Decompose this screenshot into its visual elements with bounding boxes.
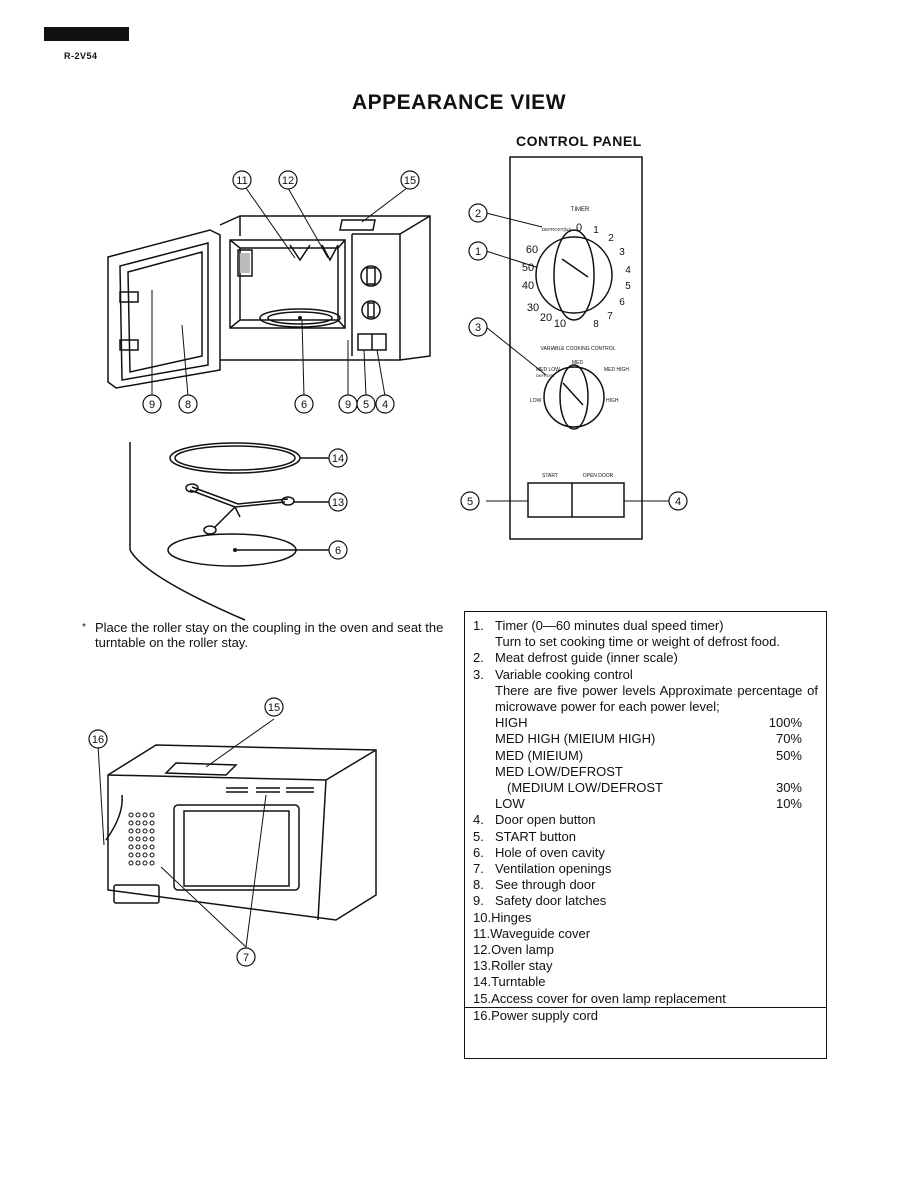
oven-front-figure: 11 12 15 9 8 6 9 5 4: [107, 170, 431, 414]
callout-6b: 6: [335, 545, 341, 557]
callout-14: 14: [332, 453, 344, 465]
callout-9b: 9: [345, 399, 351, 411]
legend-item-3-desc: There are five power levels Approximate …: [495, 682, 818, 715]
legend-item-12: 12.Oven lamp: [473, 942, 554, 958]
callout-4: 4: [382, 399, 388, 411]
timer-number-0: 0: [576, 222, 582, 234]
note-text: Place the roller stay on the coupling in…: [95, 620, 444, 650]
legend-item-11: 11.Waveguide cover: [473, 925, 591, 941]
power-label-low: LOW: [530, 398, 542, 404]
control-panel-frame: [509, 156, 643, 540]
callout-12: 12: [282, 175, 294, 187]
page-title: APPEARANCE VIEW: [351, 91, 567, 114]
legend-item-16: 16.Power supply cord: [465, 1006, 826, 1024]
start-label: START: [542, 473, 558, 479]
legend-item-1: 1.Timer (0—60 minutes dual speed timer): [473, 618, 724, 633]
timer-number-50: 50: [522, 262, 534, 274]
callout-5: 5: [363, 399, 369, 411]
timer-number-60: 60: [526, 244, 538, 256]
timer-label: TIMER: [571, 207, 590, 213]
note-asterisk: *: [82, 622, 86, 633]
legend-item-4: 4.Door open button: [473, 812, 596, 828]
callout-8: 8: [185, 399, 191, 411]
defrost-number-4: 4: [625, 265, 631, 276]
callout-15: 15: [404, 175, 416, 187]
timer-number-10: 10: [554, 318, 566, 330]
legend-item-6: 6.Hole of oven cavity: [473, 844, 605, 860]
power-label-defrost: DEFROST: [536, 373, 556, 378]
legend-item-15: 15.Access cover for oven lamp replacemen…: [473, 990, 726, 1006]
legend-item-13: 13.Roller stay: [473, 958, 553, 974]
callout-3: 3: [475, 322, 481, 334]
legend-item-14: 14.Turntable: [473, 974, 546, 990]
power-label-high: HIGH: [606, 398, 619, 404]
legend-item-3: 3.Variable cooking control: [473, 666, 633, 682]
legend-item-7: 7.Ventilation openings: [473, 861, 612, 877]
defrost-number-2: 2: [608, 233, 614, 244]
callout-9: 9: [149, 399, 155, 411]
vcc-label: VARIABLE COOKING CONTROL: [541, 346, 616, 352]
defrost-number-1: 1: [593, 225, 599, 236]
callout-7: 7: [243, 952, 249, 964]
callout-11: 11: [236, 175, 247, 187]
header-bar: [44, 27, 129, 41]
defrost-number-6: 6: [619, 297, 625, 308]
assembly-note: * Place the roller stay on the coupling …: [82, 620, 454, 650]
power-label-med: MED: [572, 360, 584, 366]
callout-6: 6: [301, 399, 307, 411]
turntable-figure: 14 13 6: [129, 442, 348, 621]
callout-5b: 5: [467, 496, 473, 508]
legend-item-8: 8.See through door: [473, 877, 596, 893]
callout-2: 2: [475, 208, 481, 220]
defrost-number-7: 7: [607, 311, 613, 322]
callout-13: 13: [332, 497, 344, 509]
model-number: R-2V54: [64, 51, 98, 61]
defrost-number-5: 5: [625, 281, 631, 292]
defrost-number-8: 8: [593, 319, 599, 330]
power-level-row: MED (MIEIUM)50%: [495, 747, 802, 763]
open-door-label: OPEN DOOR: [583, 473, 614, 479]
legend-item-5: 5.START button: [473, 828, 576, 844]
legend-item-9: 9.Safety door latches: [473, 893, 607, 909]
timer-number-30: 30: [527, 302, 539, 314]
defrost-number-3: 3: [619, 247, 625, 258]
timer-number-20: 20: [540, 312, 552, 324]
legend-item-2: 2.Meat defrost guide (inner scale): [473, 650, 678, 666]
control-panel-figure: 2 1 3 5 4 TIMER DEFROST(kg) 0 10 20 30 4…: [460, 156, 688, 540]
callout-16: 16: [92, 734, 104, 746]
parts-legend: 1.Timer (0—60 minutes dual speed timer) …: [464, 611, 827, 1059]
callout-15b: 15: [268, 702, 280, 714]
timer-number-40: 40: [522, 280, 534, 292]
legend-item-10: 10.Hinges: [473, 909, 532, 925]
callout-4b: 4: [675, 496, 681, 508]
power-level-row: MED HIGH (MIEIUM HIGH)70%: [495, 731, 802, 747]
defrost-label: DEFROST(kg): [542, 227, 572, 232]
callout-1: 1: [475, 246, 481, 258]
oven-rear-figure: 15 16 7: [88, 697, 377, 967]
power-level-row: MED LOW/DEFROST: [495, 763, 623, 779]
legend-item-1-desc: Turn to set cooking time or weight of de…: [495, 634, 780, 650]
power-label-med-high: MED HIGH: [604, 367, 629, 373]
power-label-med-low: MED LOW: [536, 367, 560, 373]
control-panel-title: CONTROL PANEL: [516, 133, 642, 149]
